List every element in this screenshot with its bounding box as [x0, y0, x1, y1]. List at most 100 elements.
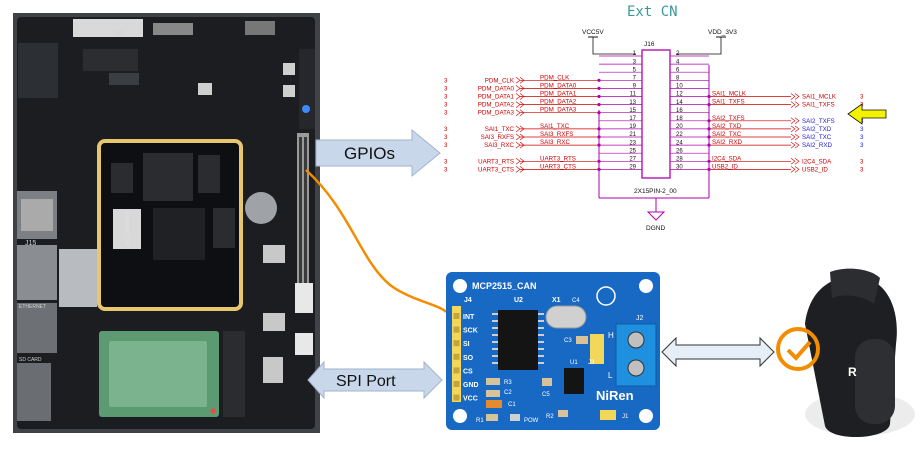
j1-label: J1	[622, 414, 629, 420]
u2-label: U2	[514, 297, 523, 304]
vcc5v-label: VCC5V	[582, 29, 604, 36]
net-name: UART3_CTS	[478, 166, 514, 173]
r3-label: R3	[504, 380, 512, 386]
net-name: SAI3_RXFS	[481, 134, 514, 141]
pin-label-gnd: GND	[463, 382, 479, 389]
pin-number: 14	[676, 100, 683, 106]
net-label: SAI2_TXC	[712, 131, 742, 138]
pin-number: 28	[676, 157, 683, 163]
pin-label-vcc: VCC	[463, 396, 478, 403]
x1-label: X1	[552, 297, 561, 304]
header-pin	[453, 367, 460, 374]
pin-number: 18	[676, 116, 683, 122]
net-name: SAI2_TXC	[802, 134, 832, 141]
rotary-knob: R	[776, 268, 915, 438]
net-name: PDM_DATA2	[478, 102, 515, 109]
pin-number: 17	[629, 116, 636, 122]
net-label: SAI2_TXD	[712, 123, 742, 130]
j15-label: J15	[25, 240, 36, 247]
net-sheet-number: 3	[444, 166, 448, 173]
header-pin	[453, 353, 460, 360]
net-name: SAI1_MCLK	[802, 94, 837, 101]
h-label: H	[608, 331, 614, 340]
check-circle-icon	[776, 327, 820, 371]
off-sheet-marker	[515, 85, 525, 92]
bus-double-arrow	[661, 336, 775, 368]
net-label: SAI3_RXC	[540, 139, 570, 146]
pin-number: 5	[633, 67, 637, 73]
net-sheet-number: 3	[860, 142, 864, 149]
pin-number: 13	[629, 100, 636, 106]
off-sheet-marker	[790, 141, 800, 149]
net-label: SAI3_RXFS	[540, 131, 573, 138]
net-junction	[597, 103, 601, 107]
pin-number: 11	[630, 92, 637, 98]
pin-number: 20	[676, 124, 683, 130]
pin-number: 15	[629, 108, 636, 114]
net-name: PDM_DATA1	[478, 94, 515, 101]
schematic-title: Ext CN	[627, 4, 678, 20]
net-label: UART3_CTS	[540, 163, 576, 170]
net-label: PDM_CLK	[540, 74, 570, 81]
net-label: USB2_ID	[712, 163, 738, 170]
net-label: SAI1_TXFS	[712, 99, 745, 106]
net-label: SAI1_TXC	[540, 123, 570, 130]
header-pin	[453, 394, 460, 401]
net-name: SAI2_TXD	[802, 126, 832, 133]
pin-number: 3	[633, 59, 637, 65]
net-sheet-number: 3	[444, 142, 448, 149]
net-sheet-number: 3	[444, 102, 448, 109]
net-name: USB2_ID	[802, 166, 828, 173]
j3-label: J3	[588, 360, 595, 366]
net-label: SAI2_TXFS	[712, 115, 745, 122]
r2-label: R2	[546, 414, 554, 420]
pin-number: 23	[629, 140, 636, 146]
net-name: PDM_CLK	[485, 77, 515, 84]
net-sheet-number: 3	[860, 126, 864, 133]
j4-label: J4	[464, 297, 472, 304]
highlight-arrow	[847, 103, 887, 125]
l-label: L	[608, 371, 613, 380]
spi-port-label: SPI Port	[336, 373, 396, 390]
vdd-label: VDD_3V3	[708, 29, 737, 36]
ext-cn-schematic: Ext CN VCC5V VDD_3V3 J16 135791113151719…	[444, 4, 887, 232]
ref-label: J16	[644, 41, 655, 48]
net-name: SAI1_TXFS	[802, 102, 835, 109]
spi-port-arrow: SPI Port	[307, 360, 443, 400]
brand-label: NiRen	[596, 388, 634, 403]
net-name: SAI3_RXC	[484, 142, 514, 149]
off-sheet-marker	[790, 133, 800, 141]
pin-number: 10	[676, 84, 683, 90]
off-sheet-marker	[790, 93, 800, 100]
off-sheet-marker	[515, 93, 525, 100]
net-sheet-number: 3	[444, 126, 448, 133]
pin-label-int: INT	[463, 314, 475, 321]
off-sheet-marker	[790, 158, 800, 165]
pin-number: 6	[676, 67, 680, 73]
j12-label: J12	[113, 30, 124, 37]
pin-label-so: SO	[463, 355, 474, 362]
off-sheet-marker	[790, 117, 800, 125]
header-pin	[453, 340, 460, 347]
net-name: PDM_DATA3	[478, 110, 515, 117]
off-sheet-marker	[515, 158, 525, 165]
pin-number: 7	[633, 76, 637, 82]
header-pin	[453, 326, 460, 333]
net-name: I2C4_SDA	[802, 158, 832, 165]
c1-label: C1	[508, 402, 516, 408]
niren-logo-icon	[596, 286, 616, 306]
off-sheet-marker	[515, 141, 525, 149]
j2-label: J2	[636, 315, 644, 322]
pin-number: 16	[676, 108, 683, 114]
pin-label-cs: CS	[463, 368, 473, 375]
net-sheet-number: 3	[444, 134, 448, 141]
off-sheet-marker	[515, 166, 525, 173]
off-sheet-marker	[515, 101, 525, 108]
net-label: PDM_DATA1	[540, 91, 577, 98]
pow-label: POW	[524, 418, 539, 424]
net-label: UART3_RTS	[540, 155, 576, 162]
pin-number: 24	[676, 140, 683, 146]
net-sheet-number: 3	[444, 158, 448, 165]
pin-number: 26	[676, 148, 683, 154]
net-name: UART3_RTS	[478, 158, 514, 165]
